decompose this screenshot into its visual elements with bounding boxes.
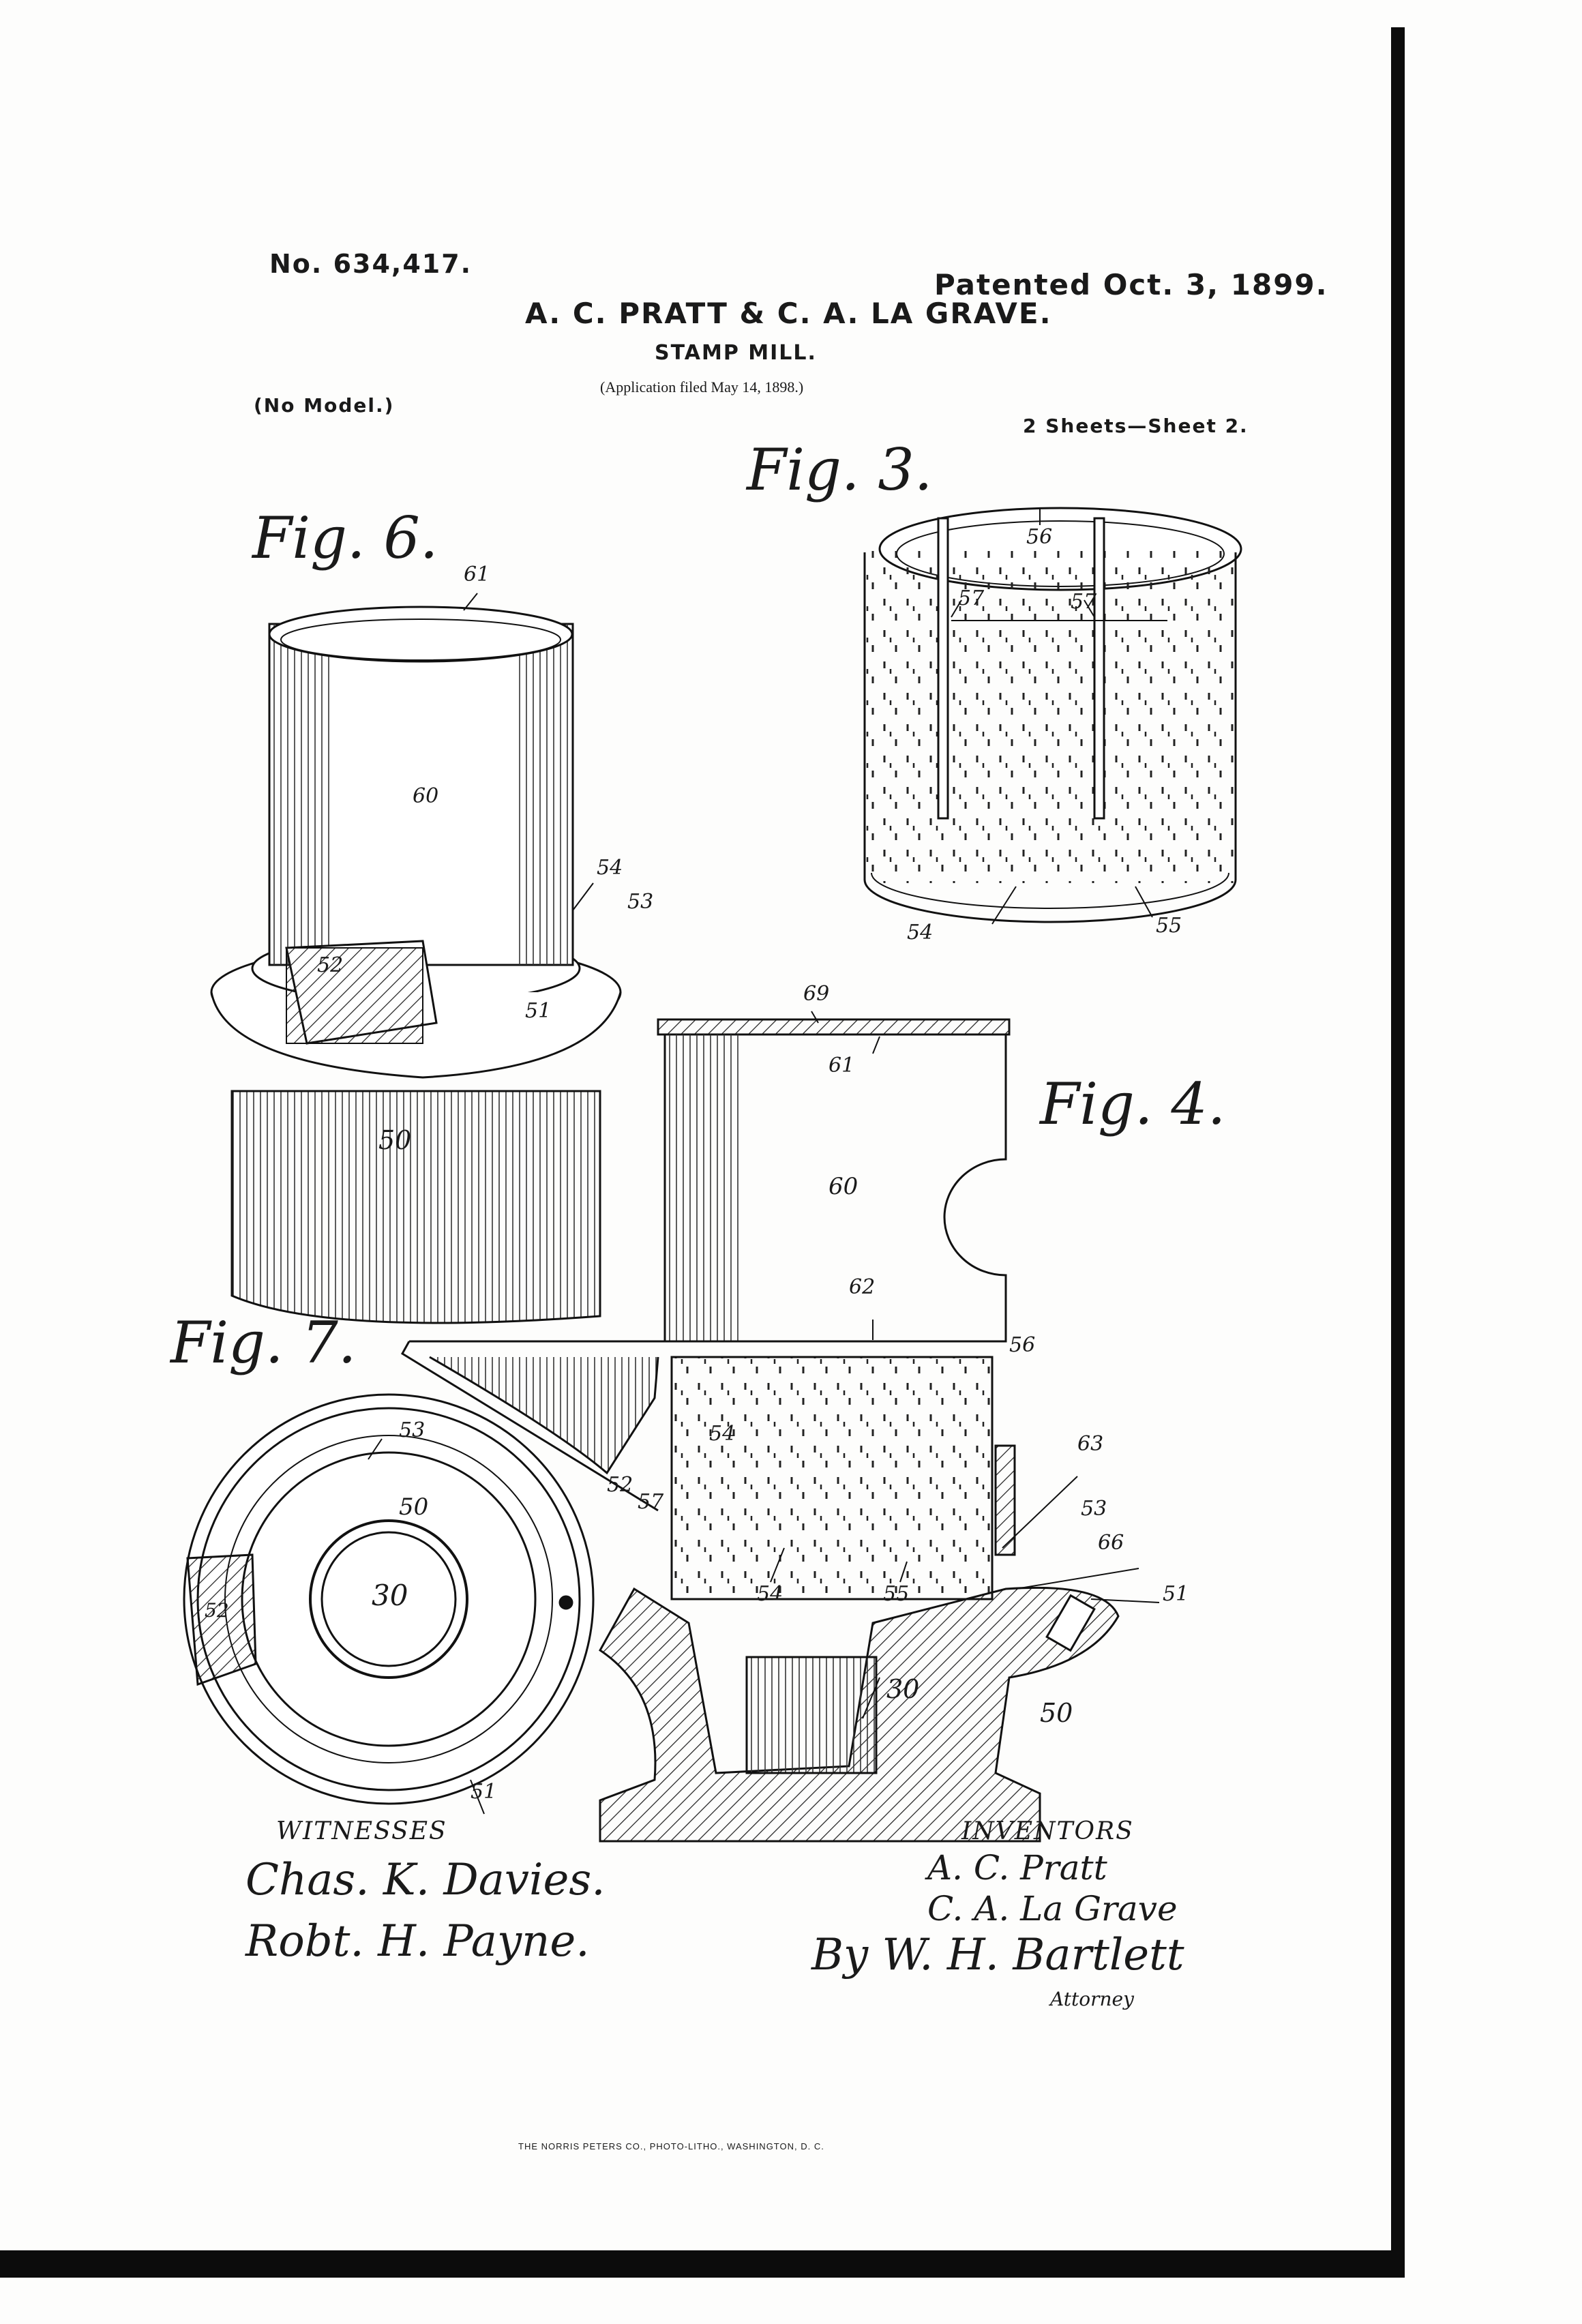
fig4-ref-62: 62 [849, 1275, 876, 1299]
fig4-ref-57: 57 [638, 1490, 664, 1514]
fig7-ref-51: 51 [471, 1780, 497, 1804]
printer-credit: THE NORRIS PETERS CO., PHOTO-LITHO., WAS… [518, 2141, 824, 2151]
fig4-ref-30: 30 [886, 1674, 920, 1704]
attorney-label: Attorney [1050, 1988, 1134, 2010]
inventor-signature-1: A. C. Pratt [927, 1848, 1107, 1888]
fig6-ref-52: 52 [317, 953, 344, 977]
fig7-ref-50: 50 [399, 1493, 429, 1521]
fig4-section-drawing [400, 1018, 1120, 1843]
fig3-label: Fig. 3. [747, 436, 933, 503]
application-filed: (Application filed May 14, 1898.) [600, 378, 804, 396]
scan-border-bottom [0, 2250, 1405, 2278]
fig7-ref-30: 30 [372, 1579, 408, 1612]
fig4-label: Fig. 4. [1040, 1071, 1226, 1137]
attorney-signature: By W. H. Bartlett [811, 1930, 1184, 1980]
inventor-names-header: A. C. PRATT & C. A. LA GRAVE. [525, 297, 1052, 330]
fig4-ref-66: 66 [1098, 1531, 1124, 1555]
witness-signature-2: Robt. H. Payne. [245, 1916, 590, 1967]
fig3-ref-57b: 57 [1071, 590, 1097, 614]
fig4-ref-63: 63 [1077, 1432, 1104, 1456]
patent-number: No. 634,417. [269, 249, 473, 279]
fig4-ref-53: 53 [1081, 1497, 1107, 1521]
fig4-ref-54-lower: 54 [757, 1582, 783, 1606]
fig4-ref-51: 51 [1163, 1582, 1189, 1606]
fig4-ref-50: 50 [1040, 1698, 1073, 1728]
fig7-ref-53: 53 [399, 1418, 426, 1442]
sheet-count: 2 Sheets—Sheet 2. [1023, 415, 1249, 437]
fig6-ref-53: 53 [627, 890, 654, 914]
fig4-ref-55: 55 [883, 1582, 910, 1606]
fig6-ref-61: 61 [464, 563, 490, 586]
leader-lines [368, 508, 1160, 1815]
witnesses-label: WITNESSES [276, 1817, 447, 1845]
inventors-label: INVENTORS [961, 1817, 1134, 1845]
fig7-plan-drawing [183, 1393, 595, 1805]
patent-date: Patented Oct. 3, 1899. [934, 268, 1328, 301]
fig6-ref-51: 51 [525, 999, 552, 1023]
fig3-ref-55: 55 [1156, 914, 1182, 938]
fig4-ref-56: 56 [1009, 1333, 1036, 1357]
fig4-ref-54-upper: 54 [709, 1422, 736, 1446]
witness-signature-1: Chas. K. Davies. [245, 1855, 606, 1905]
fig6-ref-60: 60 [413, 784, 439, 808]
fig7-ref-52: 52 [205, 1599, 229, 1622]
invention-title: STAMP MILL. [655, 341, 817, 365]
fig4-ref-69: 69 [803, 982, 830, 1006]
fig3-ref-54: 54 [907, 921, 934, 944]
inventor-signature-2: C. A. La Grave [927, 1889, 1178, 1928]
fig6-ref-54: 54 [597, 856, 623, 880]
fig4-ref-60: 60 [829, 1173, 859, 1200]
fig3-ref-56: 56 [1026, 525, 1053, 549]
fig7-label: Fig. 7. [170, 1309, 357, 1376]
scan-border-right [1391, 27, 1405, 2271]
fig4-ref-52: 52 [607, 1473, 633, 1497]
fig3-ref-57a: 57 [958, 586, 985, 610]
fig3-screen-drawing [863, 507, 1242, 923]
fig6-perspective-drawing [210, 606, 622, 1324]
fig4-ref-61: 61 [829, 1054, 855, 1077]
fig6-label: Fig. 6. [252, 505, 438, 571]
model-note: (No Model.) [254, 394, 395, 417]
fig6-ref-50: 50 [378, 1125, 412, 1155]
